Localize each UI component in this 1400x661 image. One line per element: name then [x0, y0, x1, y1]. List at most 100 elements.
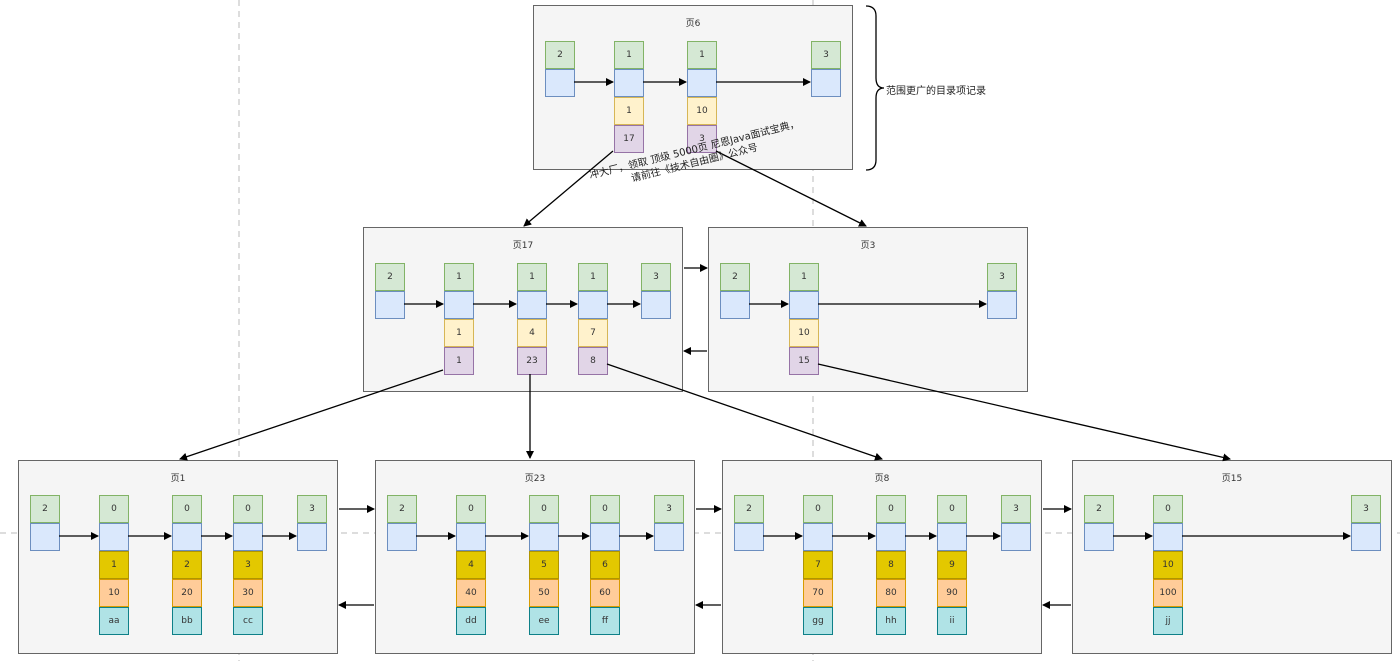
next-pointer-cell: [789, 291, 819, 319]
next-pointer-cell: [654, 523, 684, 551]
next-pointer-cell: [172, 523, 202, 551]
child-page-arrow: [523, 150, 614, 227]
column-c2-cell: 70: [803, 579, 833, 607]
page-title: 页23: [524, 474, 546, 484]
record-type-cell: 2: [545, 41, 575, 69]
page-title: 页8: [874, 474, 890, 484]
record-type-cell: 1: [517, 263, 547, 291]
column-c2-cell: 80: [876, 579, 906, 607]
page-number-cell: 15: [789, 347, 819, 375]
next-pointer-cell: [641, 291, 671, 319]
min-key-cell: 7: [578, 319, 608, 347]
next-pointer-cell: [811, 69, 841, 97]
record-type-cell: 0: [937, 495, 967, 523]
next-pointer-cell: [590, 523, 620, 551]
child-page-arrow: [715, 150, 867, 227]
record-type-cell: 3: [1351, 495, 1381, 523]
page-title: 页15: [1221, 474, 1243, 484]
page-title: 页1: [170, 474, 186, 484]
next-pointer-cell: [1001, 523, 1031, 551]
next-pointer-cell: [734, 523, 764, 551]
record-type-cell: 0: [876, 495, 906, 523]
next-pointer-cell: [233, 523, 263, 551]
min-key-cell: 10: [789, 319, 819, 347]
page-number-cell: 23: [517, 347, 547, 375]
column-c3-cell: gg: [803, 607, 833, 635]
next-pointer-cell: [720, 291, 750, 319]
min-key-cell: 10: [687, 97, 717, 125]
column-c1-cell: 1: [99, 551, 129, 579]
column-c2-cell: 90: [937, 579, 967, 607]
record-type-cell: 0: [99, 495, 129, 523]
record-type-cell: 1: [789, 263, 819, 291]
next-pointer-cell: [1153, 523, 1183, 551]
record-type-cell: 2: [30, 495, 60, 523]
next-pointer-cell: [876, 523, 906, 551]
next-pointer-cell: [529, 523, 559, 551]
column-c2-cell: 30: [233, 579, 263, 607]
next-pointer-cell: [614, 69, 644, 97]
next-pointer-cell: [387, 523, 417, 551]
page-title: 页17: [512, 241, 534, 251]
column-c1-cell: 7: [803, 551, 833, 579]
column-c2-cell: 100: [1153, 579, 1183, 607]
record-type-cell: 1: [578, 263, 608, 291]
record-type-cell: 3: [1001, 495, 1031, 523]
column-c3-cell: jj: [1153, 607, 1183, 635]
next-pointer-cell: [444, 291, 474, 319]
record-type-cell: 2: [734, 495, 764, 523]
page-title: 页3: [860, 241, 876, 251]
record-type-cell: 0: [456, 495, 486, 523]
column-c3-cell: cc: [233, 607, 263, 635]
record-type-cell: 0: [1153, 495, 1183, 523]
record-type-cell: 2: [720, 263, 750, 291]
curly-brace: [865, 5, 885, 171]
record-type-cell: 0: [233, 495, 263, 523]
column-c2-cell: 40: [456, 579, 486, 607]
next-pointer-cell: [545, 69, 575, 97]
record-type-cell: 1: [687, 41, 717, 69]
column-c3-cell: ii: [937, 607, 967, 635]
annotation-label: 范围更广的目录项记录: [886, 86, 986, 97]
column-c2-cell: 20: [172, 579, 202, 607]
column-c1-cell: 6: [590, 551, 620, 579]
record-type-cell: 2: [387, 495, 417, 523]
next-pointer-cell: [1351, 523, 1381, 551]
next-pointer-cell: [517, 291, 547, 319]
next-pointer-cell: [456, 523, 486, 551]
column-c3-cell: bb: [172, 607, 202, 635]
record-type-cell: 0: [803, 495, 833, 523]
next-pointer-cell: [578, 291, 608, 319]
child-page-arrow: [817, 363, 1231, 462]
column-c2-cell: 50: [529, 579, 559, 607]
next-pointer-cell: [375, 291, 405, 319]
child-page-arrow: [179, 369, 444, 461]
next-pointer-cell: [687, 69, 717, 97]
record-type-cell: 2: [375, 263, 405, 291]
record-type-cell: 0: [590, 495, 620, 523]
record-type-cell: 3: [641, 263, 671, 291]
min-key-cell: 1: [444, 319, 474, 347]
page-title: 页6: [685, 19, 701, 29]
column-c1-cell: 4: [456, 551, 486, 579]
record-type-cell: 3: [811, 41, 841, 69]
next-pointer-cell: [987, 291, 1017, 319]
column-c3-cell: hh: [876, 607, 906, 635]
column-c1-cell: 5: [529, 551, 559, 579]
column-c1-cell: 9: [937, 551, 967, 579]
record-type-cell: 3: [297, 495, 327, 523]
column-c1-cell: 8: [876, 551, 906, 579]
next-pointer-cell: [297, 523, 327, 551]
column-c2-cell: 10: [99, 579, 129, 607]
next-pointer-cell: [1084, 523, 1114, 551]
column-c3-cell: ff: [590, 607, 620, 635]
